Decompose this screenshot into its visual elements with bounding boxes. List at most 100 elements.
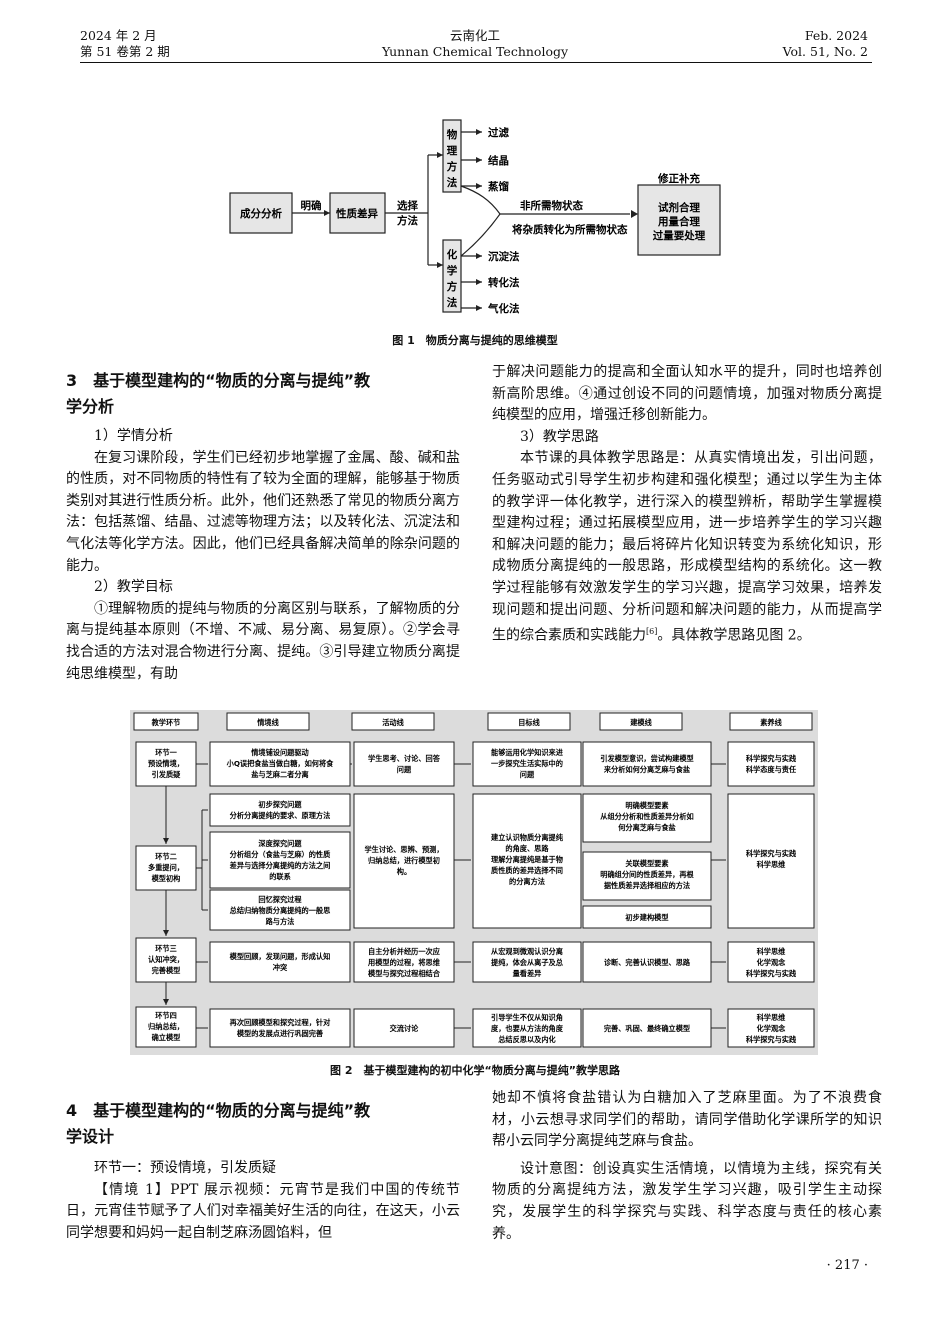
section4-left-column: 4 基于模型建构的“物质的分离与提纯”教 学设计 环节一：预设情境，引发质疑 【… xyxy=(66,1098,460,1244)
fig2-goal: 量看差异 xyxy=(513,969,542,978)
fig2-modeling: 完善、巩固、最终确立模型 xyxy=(604,1024,690,1033)
fig2-literacy: 科学探究与实践 xyxy=(746,969,797,978)
fig2-situation: 的联系 xyxy=(269,872,291,881)
fig2-situation: 情境铺设问题驱动 xyxy=(251,748,309,757)
fig1-branch-1: 非所需物状态 xyxy=(520,199,583,212)
fig2-situation: 盐与芝麻二者分离 xyxy=(251,770,309,779)
fig1-chemical-item: 气化法 xyxy=(487,302,520,315)
fig1-correction-title: 修正补充 xyxy=(657,172,700,185)
fig1-chemical-box xyxy=(442,239,462,313)
fig2-activity: 学生思考、讨论、回答 xyxy=(368,754,441,763)
fig1-correction-box xyxy=(637,184,721,256)
header-right: Feb. 2024 Vol. 51, No. 2 xyxy=(783,28,868,60)
fig2-literacy: 科学思维 xyxy=(757,1013,787,1022)
fig2-goal: 理解分离提纯是基于物 xyxy=(491,855,563,864)
section3-p3: 本节课的具体教学思路是：从真实情境出发，引出问题，任务驱动式引导学生初步构建和强… xyxy=(492,448,882,647)
fig2-goal: 问题 xyxy=(520,770,535,779)
fig2-header: 目标线 xyxy=(518,718,540,727)
fig2-stage: 环节一 xyxy=(155,748,177,757)
header-rule xyxy=(80,62,872,63)
fig2-goal: 的分离方法 xyxy=(509,877,545,886)
fig2-stage: 认知冲突， xyxy=(148,955,184,964)
figure1-diagram: 成分分析 明确 性质差异 选择 方法 物 理 方 法 化 学 方 法 过滤 结晶… xyxy=(229,119,721,315)
fig2-activity: 学生讨论、思辨、预测， xyxy=(364,845,443,854)
fig2-modeling: 据性质差异选择相应的方法 xyxy=(604,881,690,890)
fig2-goal: 度，也要从方法的角度 xyxy=(491,1024,564,1033)
fig1-box-property xyxy=(329,192,386,234)
header-date-en: Feb. 2024 xyxy=(804,28,868,43)
header-journal-en: Yunnan Chemical Technology xyxy=(381,44,569,59)
section4-p1: 【情境 1】PPT 展示视频：元宵节是我们中国的传统节日，元宵佳节赋予了人们对幸… xyxy=(66,1181,460,1241)
fig2-stage: 归纳总结， xyxy=(148,1022,184,1031)
section4-heading-line: 学设计 xyxy=(66,1127,115,1146)
fig2-header: 活动线 xyxy=(382,718,404,727)
header-center: 云南化工 Yunnan Chemical Technology xyxy=(0,28,950,60)
fig2-situation: 深度探究问题 xyxy=(258,839,302,848)
fig2-header: 素养线 xyxy=(760,718,782,727)
fig2-literacy: 化学观念 xyxy=(757,958,787,967)
section4-stage1: 环节一：预设情境，引发质疑 xyxy=(94,1160,276,1176)
fig2-literacy: 科学探究与实践 xyxy=(746,754,797,763)
section4-p1-cont: 她却不慎将食盐错认为白糖加入了芝麻里面。为了不浪费食材，小云想寻求同学们的帮助，… xyxy=(492,1090,882,1150)
fig2-modeling: 初步建构模型 xyxy=(625,913,668,922)
fig2-activity: 问题 xyxy=(397,765,412,774)
fig2-activity: 归纳总结，进行模型初 xyxy=(368,856,440,865)
fig2-stage: 引发质疑 xyxy=(152,770,182,779)
fig2-stage: 模型初构 xyxy=(152,874,181,883)
fig2-situation: 模型回顾，发现问题，形成认知 xyxy=(230,952,331,961)
fig2-stage: 环节三 xyxy=(155,944,177,953)
header-volume-cn: 第 51 卷第 2 期 xyxy=(80,44,170,59)
fig1-physical-char: 方 xyxy=(447,160,458,173)
fig1-physical-box xyxy=(442,119,462,193)
header-date-cn: 2024 年 2 月 xyxy=(80,28,157,43)
fig1-physical-char: 物 xyxy=(447,128,458,141)
fig1-chemical-char: 方 xyxy=(447,280,458,293)
fig2-situation: 分析分离提纯的要求、原理方法 xyxy=(230,811,331,820)
fig1-physical-item: 结晶 xyxy=(488,154,509,167)
fig2-literacy: 科学探究与实践 xyxy=(746,1035,797,1044)
fig2-activity: 用模型的过程，将思维 xyxy=(367,958,441,967)
fig1-box-property-label: 性质差异 xyxy=(336,207,378,220)
section4-heading: 4 基于模型建构的“物质的分离与提纯”教 学设计 xyxy=(66,1098,460,1150)
fig2-stage: 环节二 xyxy=(155,852,177,861)
section4-right-column: 她却不慎将食盐错认为白糖加入了芝麻里面。为了不浪费食材，小云想寻求同学们的帮助，… xyxy=(492,1088,882,1245)
header-volume-en: Vol. 51, No. 2 xyxy=(782,44,868,59)
header-journal-cn: 云南化工 xyxy=(449,28,500,43)
fig1-select-label-2: 方法 xyxy=(397,214,418,227)
fig2-goal: 质性质的差异选择不同 xyxy=(491,866,563,875)
fig1-clear-label: 明确 xyxy=(301,199,322,212)
fig2-activity: 构。 xyxy=(397,867,411,876)
fig2-header: 建模线 xyxy=(630,718,652,727)
fig2-goal: 总结反思以及内化 xyxy=(498,1035,556,1044)
section3-left-column: 3 基于模型建构的“物质的分离与提纯”教 学分析 1）学情分析 在复习课阶段，学… xyxy=(66,368,460,685)
fig2-situation: 差异与选择分离提纯的方法之间 xyxy=(230,861,331,870)
fig2-modeling: 明确模型要素 xyxy=(625,801,668,810)
section4-p2: 设计意图：创设真实生活情境，以情境为主线，探究有关物质的分离提纯方法，激发学生学… xyxy=(492,1160,882,1242)
page-number: · 217 · xyxy=(826,1258,868,1273)
section3-p3-text: 本节课的具体教学思路是：从真实情境出发，引出问题，任务驱动式引导学生初步构建和强… xyxy=(492,450,882,644)
fig2-literacy: 科学态度与责任 xyxy=(746,765,797,774)
fig1-physical-item: 蒸馏 xyxy=(488,180,509,193)
fig2-activity: 模型与探究过程相结合 xyxy=(368,969,441,978)
section4-heading-line: 4 基于模型建构的“物质的分离与提纯”教 xyxy=(66,1101,371,1120)
fig1-correction-item: 用量合理 xyxy=(657,215,700,228)
section3-heading: 3 基于模型建构的“物质的分离与提纯”教 学分析 xyxy=(66,368,460,420)
fig2-stage: 完善模型 xyxy=(152,966,181,975)
section3-reference[interactable]: [6] xyxy=(646,627,658,637)
fig2-stage: 预设情境， xyxy=(148,759,184,768)
section3-p3-end: 。具体教学思路见图 2。 xyxy=(657,627,811,644)
fig1-chemical-char: 法 xyxy=(447,296,458,309)
fig1-physical-char: 理 xyxy=(447,145,458,157)
fig2-modeling: 明确组分间的性质差异，再根 xyxy=(600,870,694,879)
fig2-modeling: 诊断、完善认识模型、思路 xyxy=(604,958,691,967)
fig2-situation: 初步探究问题 xyxy=(258,800,302,809)
fig2-goal: 能够运用化学知识来进 xyxy=(491,748,564,757)
fig2-modeling: 何分离芝麻与食盐 xyxy=(618,823,676,832)
fig2-modeling: 从组分分析和性质差异分析如 xyxy=(600,812,693,821)
figure1-caption: 图 1 物质分离与提纯的思维模型 xyxy=(392,334,558,347)
fig2-situation: 回忆探究过程 xyxy=(258,895,302,904)
fig2-activity: 自主分析并经历一次应 xyxy=(368,947,441,956)
fig1-box-analysis-label: 成分分析 xyxy=(240,207,282,220)
section3-right-column: 于解决问题能力的提高和全面认知水平的提升，同时也培养创新高阶思维。④通过创设不同… xyxy=(492,362,882,647)
fig2-goal: 从宏观到微观认识分离 xyxy=(491,947,563,956)
